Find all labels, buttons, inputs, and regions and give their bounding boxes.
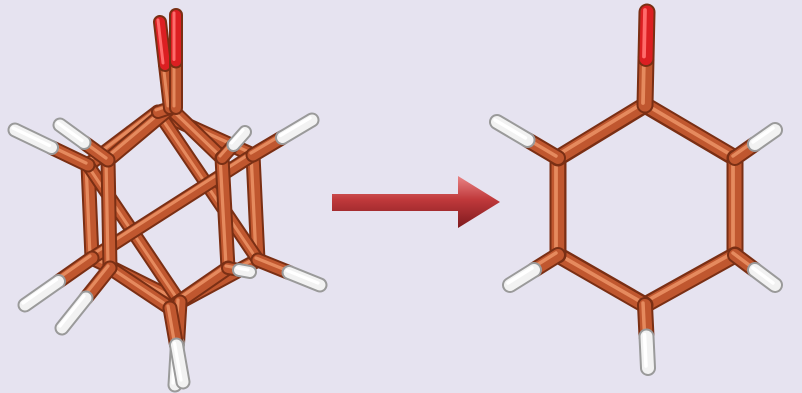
- ring-bond-inner-3: [564, 250, 646, 298]
- back-bond-4-highlight: [84, 161, 92, 258]
- left-ch-5-b-core: [234, 265, 255, 277]
- ring-bond-5-core: [551, 98, 652, 165]
- left-ch-3-b-highlight: [230, 128, 245, 145]
- left-ch-2-b-core: [277, 114, 318, 143]
- ring-bond-2-core: [638, 248, 742, 312]
- ch-bond-1-b-core: [749, 124, 781, 150]
- left-carbonyl-a-b-highlight: [156, 18, 165, 65]
- ch-bond-5-b-highlight: [493, 118, 528, 140]
- front-bond-4-core: [102, 154, 116, 274]
- back-bond-4-core: [82, 159, 98, 264]
- ring-bond-inner-2: [644, 250, 729, 298]
- arrow-right-icon: [332, 176, 500, 228]
- left-molecule: [7, 8, 328, 393]
- front-bond-3-highlight: [106, 264, 170, 308]
- right-molecule: [489, 3, 783, 376]
- carbonyl-bond-b-core: [639, 5, 654, 65]
- left-ch-4-b-highlight: [285, 268, 320, 285]
- ring-bond-inner-0: [644, 112, 729, 163]
- ring-bond-2-highlight: [641, 251, 735, 305]
- ch-bond-3-b-highlight: [642, 332, 648, 368]
- left-ch-7-b-core: [56, 292, 92, 334]
- left-ch-1-b-highlight: [56, 121, 84, 143]
- left-ch-2-b-highlight: [278, 116, 312, 138]
- ch-bond-1-b-highlight: [751, 126, 775, 144]
- carbonyl-bond-b-highlight: [642, 8, 647, 59]
- ring-bond-3-highlight: [554, 251, 645, 305]
- left-ch-9-b-highlight: [172, 341, 183, 382]
- ch-bond-4-b-core: [504, 264, 540, 291]
- left-ch-6-b-highlight: [21, 277, 59, 305]
- ring-bond-inner-5: [564, 112, 646, 163]
- front-bond-1-highlight: [218, 154, 228, 268]
- left-ch-5-b-highlight: [235, 266, 250, 272]
- ch-bond-4-b-highlight: [506, 266, 534, 285]
- back-bond-1-highlight: [249, 151, 258, 260]
- left-ch-4-a-highlight: [254, 256, 289, 273]
- transformation-arrow: [332, 176, 500, 228]
- back-bond-1-core: [247, 149, 264, 266]
- left-ch-7-b-highlight: [58, 294, 86, 328]
- ring-bond-5-highlight: [554, 101, 645, 158]
- ring-bond-0-highlight: [641, 101, 735, 158]
- ch-bond-3-b-core: [640, 330, 654, 374]
- left-ch-0-b-highlight: [11, 126, 52, 148]
- left-ch-9-a-highlight: [166, 304, 177, 345]
- left-ch-3-b-core: [228, 127, 250, 150]
- front-bond-1-core: [216, 152, 234, 274]
- front-bond-4-highlight: [104, 156, 110, 268]
- ch-bond-2-b-highlight: [751, 266, 775, 285]
- left-carbonyl-a-b-core: [155, 17, 170, 70]
- left-ch-6-b-core: [19, 276, 64, 311]
